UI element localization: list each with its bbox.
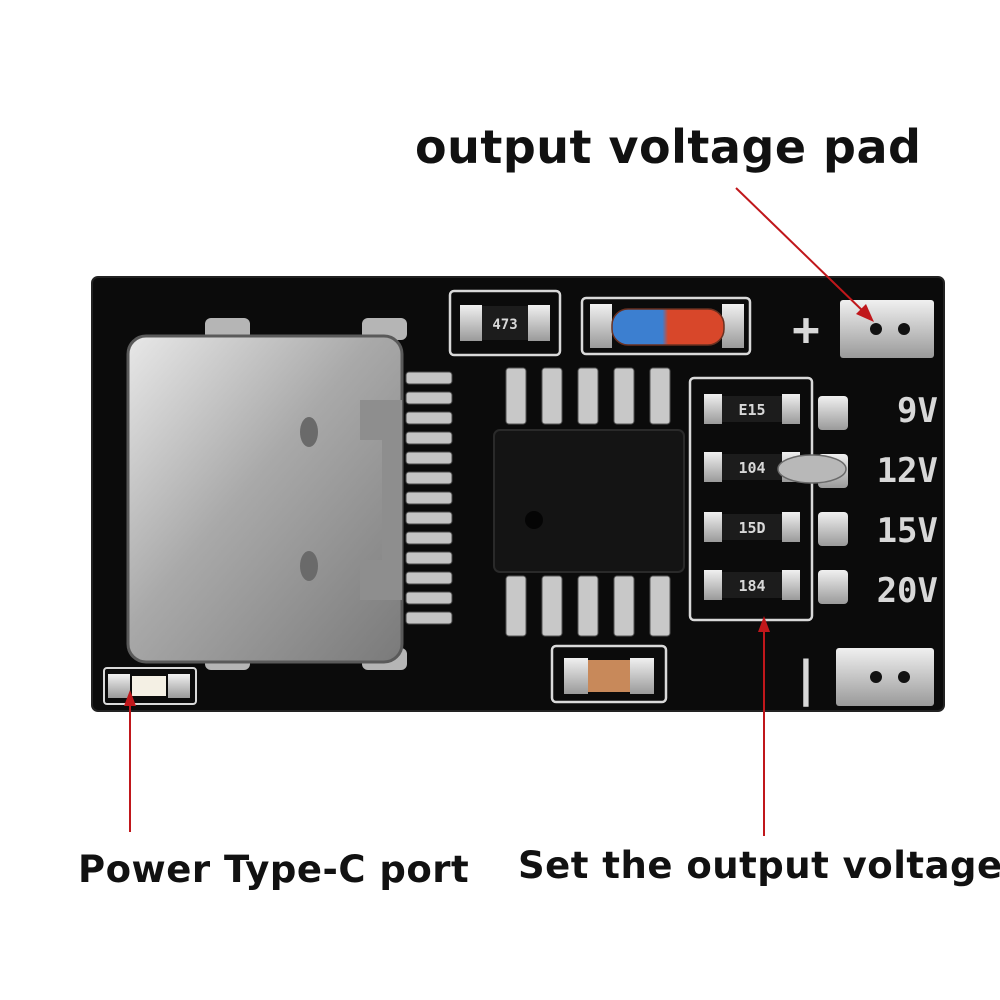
resistor-e15-label: E15: [738, 401, 765, 419]
callout-arrows: [124, 187, 874, 836]
arrow-output-pad: [735, 187, 867, 315]
resistor-104-label: 104: [738, 459, 765, 477]
controller-ic: [493, 367, 685, 637]
output-voltage-pad-label: output voltage pad: [415, 120, 922, 174]
resistor-184: 184: [704, 570, 800, 600]
resistor-473: 473: [448, 289, 562, 357]
resistor-e15: E15: [704, 394, 800, 424]
voltage-label-9v: 9V: [897, 391, 938, 431]
voltage-label-15v: 15V: [877, 511, 938, 551]
resistor-15d: 15D: [704, 512, 800, 542]
voltage-jumper-pads: [777, 396, 848, 604]
capacitor: [550, 644, 668, 704]
plus-sign: +: [792, 302, 820, 356]
set-output-voltage-label: Set the output voltage: [518, 844, 1000, 887]
usb-type-c-connector: [126, 318, 453, 670]
diode: [580, 296, 752, 356]
voltage-label-20v: 20V: [877, 571, 938, 611]
type-c-port-label: Power Type-C port: [78, 848, 470, 891]
indicator-led: [103, 667, 197, 705]
resistor-473-label: 473: [492, 317, 517, 333]
solder-bridge-12v: [777, 454, 847, 484]
minus-sign: |: [792, 651, 821, 707]
voltage-select-resistors: E15 104 15D 184: [688, 376, 814, 622]
output-pad-negative: |: [792, 648, 934, 707]
voltage-label-12v: 12V: [877, 451, 938, 491]
resistor-184-label: 184: [738, 577, 765, 595]
resistor-104: 104: [704, 452, 800, 482]
type-c-pins: [405, 371, 453, 625]
voltage-labels: 9V 12V 15V 20V: [877, 391, 938, 611]
resistor-15d-label: 15D: [738, 519, 765, 537]
